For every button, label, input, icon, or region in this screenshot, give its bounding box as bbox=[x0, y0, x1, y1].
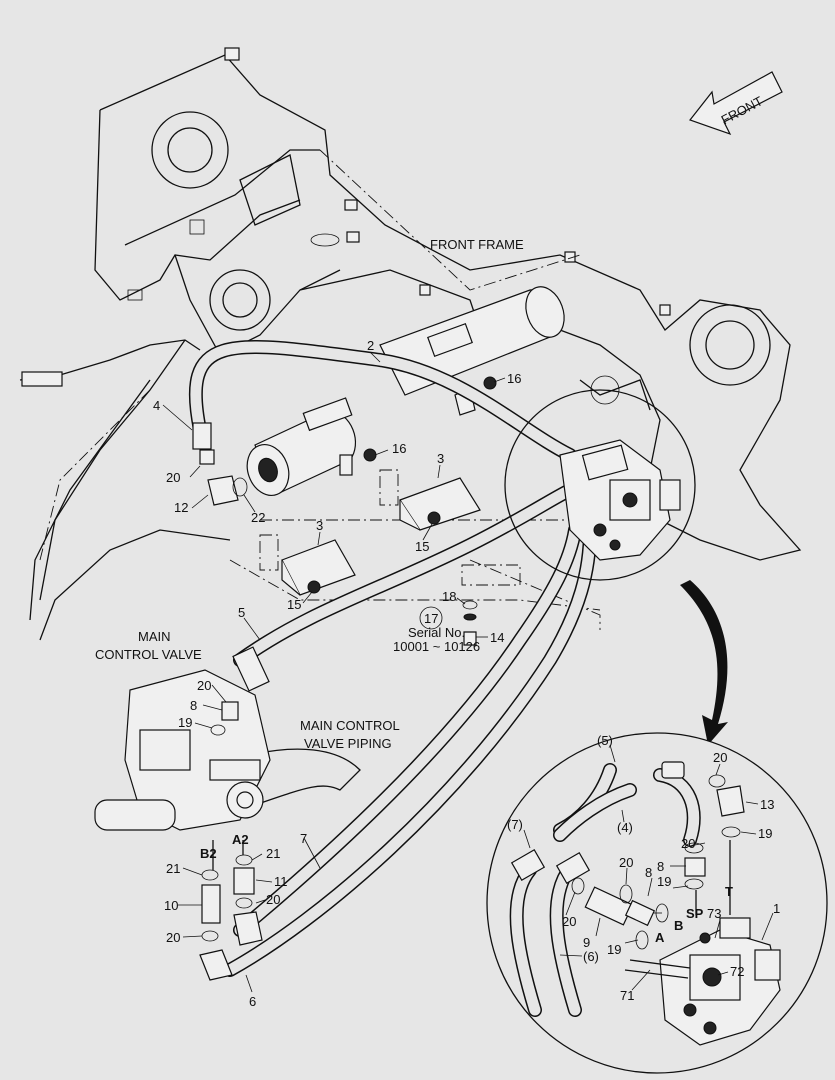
callout-4: 4 bbox=[153, 398, 160, 413]
detail-callout-20c: 20 bbox=[619, 855, 633, 870]
mcv-outline bbox=[39, 529, 231, 641]
callout-12: 12 bbox=[174, 500, 188, 515]
callout-15a: 15 bbox=[415, 539, 429, 554]
callout-16a: 16 bbox=[507, 371, 521, 386]
callout-6: 6 bbox=[249, 994, 256, 1009]
detail-callout-72: 72 bbox=[730, 964, 744, 979]
detail-callout-19a: 19 bbox=[758, 826, 772, 841]
port-t-label: T bbox=[725, 884, 733, 899]
port-a2-label: A2 bbox=[232, 832, 249, 847]
callout-20a: 20 bbox=[166, 470, 180, 485]
main-control-valve-label-2: CONTROL VALVE bbox=[95, 647, 202, 662]
port-b-label: B bbox=[674, 918, 683, 933]
steering-valve-upper bbox=[559, 439, 681, 561]
detail-callout-leaders bbox=[523, 744, 774, 991]
detail-callout-8a: 8 bbox=[657, 859, 664, 874]
detail-callout-73: 73 bbox=[707, 906, 721, 921]
callout-17: 17 bbox=[424, 611, 438, 626]
serial-label-2: 10001 ~ 10126 bbox=[393, 639, 480, 654]
callout-21b: 21 bbox=[266, 846, 280, 861]
detail-callout-8b: 8 bbox=[645, 865, 652, 880]
detail-fittings bbox=[510, 761, 745, 950]
lower-fittings bbox=[199, 840, 263, 981]
elbow-12 bbox=[207, 475, 239, 506]
callout-leaders bbox=[162, 351, 506, 993]
detail-callout-71: 71 bbox=[620, 988, 634, 1003]
callout-5: 5 bbox=[238, 605, 245, 620]
hoses bbox=[188, 340, 597, 977]
detail-callout-19c: 19 bbox=[607, 942, 621, 957]
callout-14: 14 bbox=[490, 630, 504, 645]
callout-8a: 8 bbox=[190, 698, 197, 713]
callout-3a: 3 bbox=[437, 451, 444, 466]
oring-22 bbox=[232, 477, 248, 497]
detail-callout-19b: 19 bbox=[657, 874, 671, 889]
fitting-hose4 bbox=[192, 422, 212, 450]
callout-19a: 19 bbox=[178, 715, 192, 730]
bolt-16b bbox=[363, 448, 377, 462]
detail-callout-20a: 20 bbox=[713, 750, 727, 765]
detail-circle-upper bbox=[504, 389, 696, 581]
oring-20a bbox=[199, 449, 215, 465]
detail-callout-5: (5) bbox=[597, 733, 613, 748]
serial-label-1: Serial No. bbox=[408, 625, 465, 640]
callout-16b: 16 bbox=[392, 441, 406, 456]
port-a-label: A bbox=[655, 930, 665, 945]
callout-2: 2 bbox=[367, 338, 374, 353]
callout-20b: 20 bbox=[197, 678, 211, 693]
detail-hoses bbox=[509, 763, 701, 1017]
callout-10: 10 bbox=[164, 898, 178, 913]
front-frame-label: FRONT FRAME bbox=[430, 237, 524, 252]
fitting-hose5 bbox=[232, 646, 270, 692]
detail-callout-20d: 20 bbox=[562, 914, 576, 929]
callout-7: 7 bbox=[300, 831, 307, 846]
port-b2-label: B2 bbox=[200, 846, 217, 861]
front-arrow bbox=[689, 71, 783, 136]
callout-18: 18 bbox=[442, 589, 456, 604]
detail-callout-1: 1 bbox=[773, 901, 780, 916]
callout-11: 11 bbox=[274, 874, 288, 889]
bracket-left bbox=[259, 534, 356, 596]
bolt-16a bbox=[483, 376, 497, 390]
detail-callout-13: 13 bbox=[760, 797, 774, 812]
bracket-right bbox=[379, 469, 481, 531]
bolt-15a bbox=[427, 511, 441, 525]
main-control-valve bbox=[94, 669, 271, 831]
detail-steering-valve bbox=[624, 917, 781, 1046]
serial-parts bbox=[419, 564, 521, 646]
callout-21a: 21 bbox=[166, 861, 180, 876]
main-control-valve-label-1: MAIN bbox=[138, 629, 171, 644]
fitting-8 bbox=[221, 701, 239, 721]
lower-filter bbox=[246, 397, 356, 496]
detail-zoom-arrow bbox=[680, 580, 728, 745]
bolt-15b bbox=[307, 580, 321, 594]
callout-22: 22 bbox=[251, 510, 265, 525]
callout-20c: 20 bbox=[166, 930, 180, 945]
detail-callout-20b: 20 bbox=[681, 836, 695, 851]
port-sp-label: SP bbox=[686, 906, 704, 921]
detail-callout-4: (4) bbox=[617, 820, 633, 835]
detail-callout-9: 9 bbox=[583, 935, 590, 950]
mcv-piping-label-1: MAIN CONTROL bbox=[300, 718, 400, 733]
callout-20d: 20 bbox=[266, 892, 280, 907]
callout-15b: 15 bbox=[287, 597, 301, 612]
oring-19 bbox=[210, 724, 226, 736]
mcv-piping-label-2: VALVE PIPING bbox=[304, 736, 392, 751]
callout-3b: 3 bbox=[316, 518, 323, 533]
upper-filter bbox=[379, 286, 565, 396]
detail-callout-7: (7) bbox=[507, 817, 523, 832]
detail-callout-6: (6) bbox=[583, 949, 599, 964]
